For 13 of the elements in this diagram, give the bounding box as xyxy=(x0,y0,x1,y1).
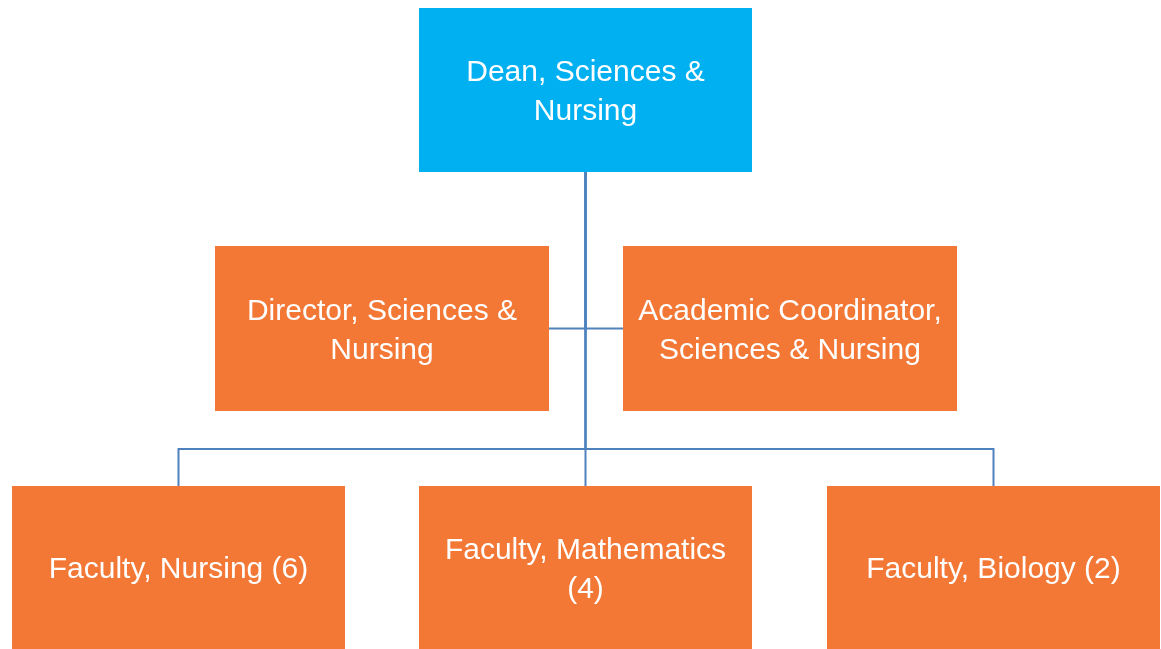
role-title: Faculty, Mathematics (4) xyxy=(443,530,728,606)
role-title: Dean, Sciences & Nursing xyxy=(465,53,706,128)
role-box xyxy=(419,486,752,649)
role-box xyxy=(623,246,957,411)
role-title: Academic Coordinator, Sciences & Nursing xyxy=(637,291,943,367)
connector-line xyxy=(584,171,995,487)
role-box xyxy=(215,246,549,411)
role-box xyxy=(12,486,345,649)
role-box xyxy=(827,486,1160,649)
role-title: Faculty, Biology (2) xyxy=(866,550,1121,586)
role-title: Faculty, Nursing (6) xyxy=(48,550,309,586)
role-title: Director, Sciences & Nursing xyxy=(245,291,519,367)
dean-box xyxy=(419,8,752,172)
